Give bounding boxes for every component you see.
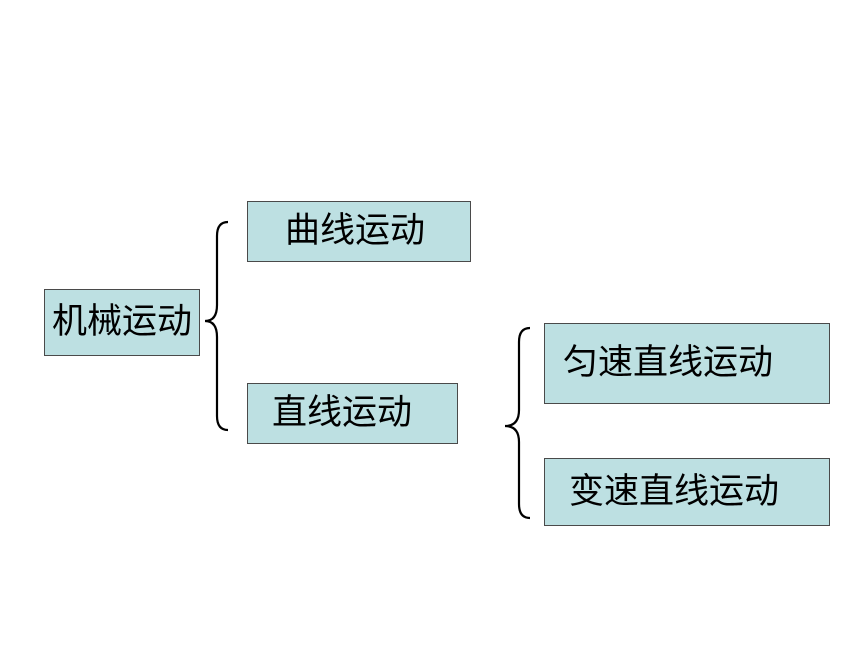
leaf-variable-label: 变速直线运动 (569, 471, 780, 512)
branch-node-curve-motion: 曲线运动 (247, 201, 471, 262)
branch-node-straight-motion: 直线运动 (247, 383, 458, 444)
leaf-node-variable-straight-motion: 变速直线运动 (544, 458, 830, 526)
root-node-mechanical-motion: 机械运动 (44, 289, 200, 356)
branch-curve-label: 曲线运动 (285, 211, 426, 251)
branch-straight-label: 直线运动 (272, 393, 413, 433)
leaf-node-uniform-straight-motion: 匀速直线运动 (544, 323, 830, 404)
root-node-label: 机械运动 (51, 302, 192, 342)
leaf-uniform-label: 匀速直线运动 (563, 343, 774, 383)
